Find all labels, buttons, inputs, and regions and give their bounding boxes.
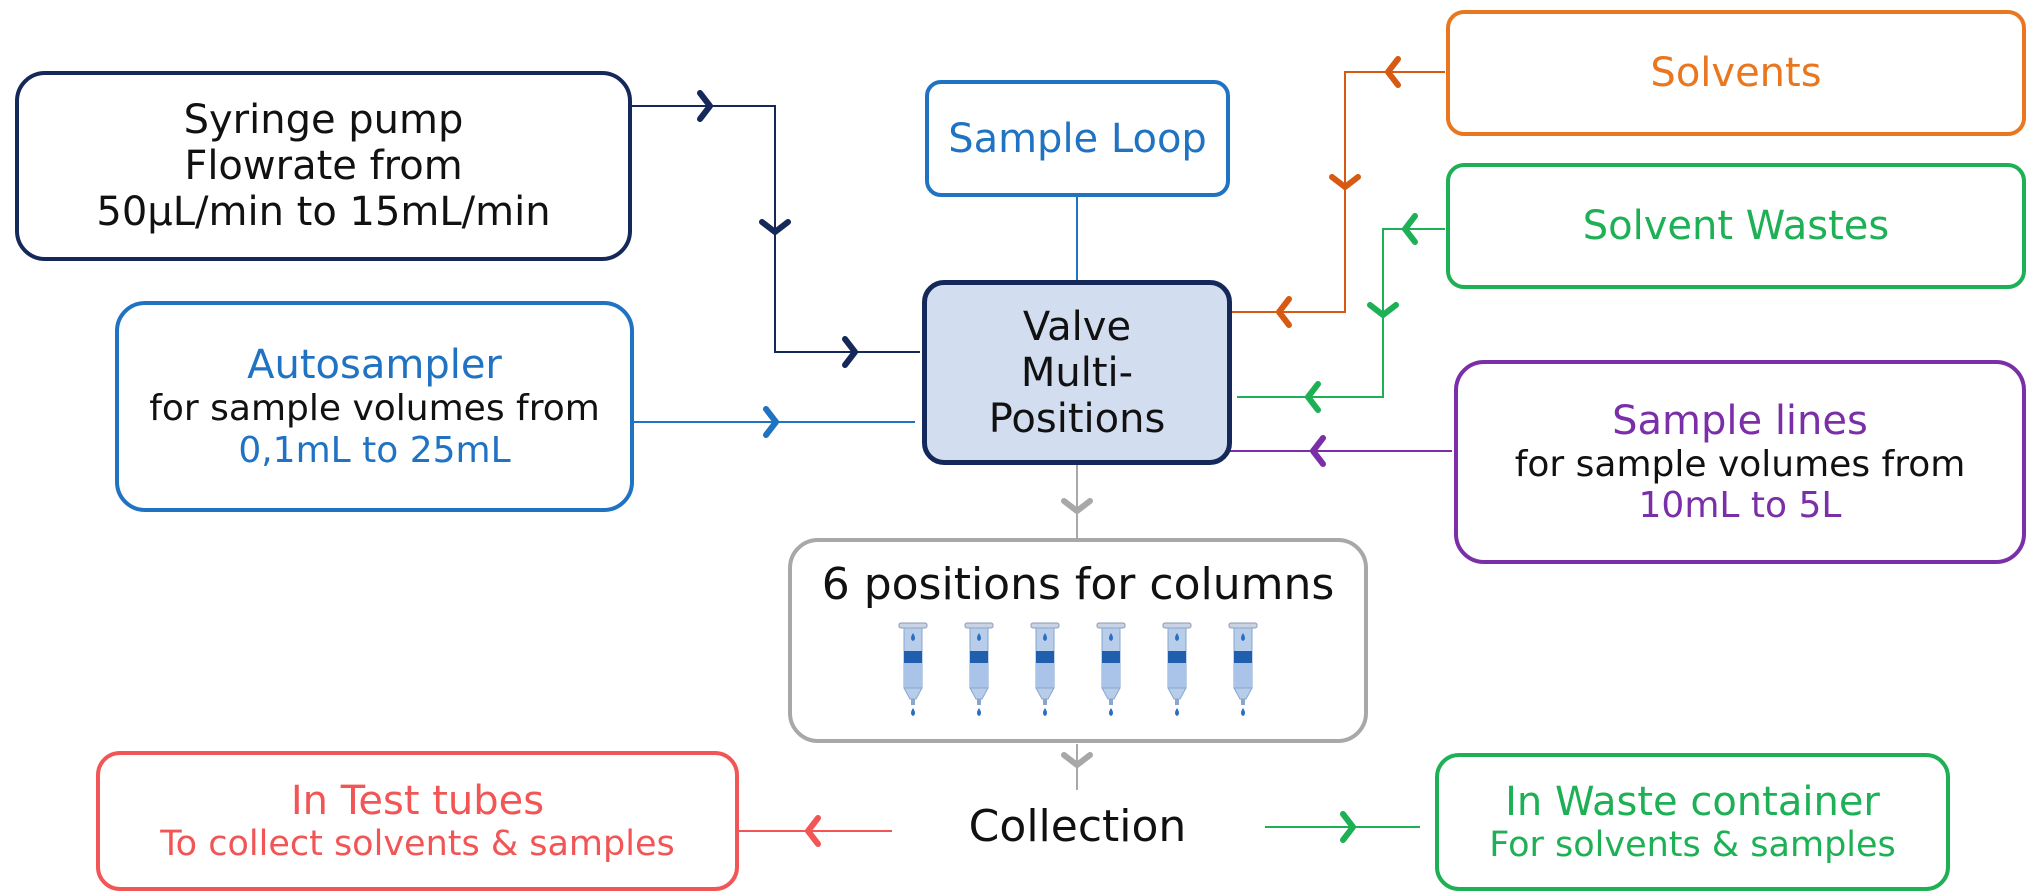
cartridge-row [893,621,1263,721]
chevron-right-icon [697,90,713,122]
solvent-wastes-box: Solvent Wastes [1446,163,2026,289]
columns-box: 6 positions for columns [788,538,1368,743]
chevron-right-icon [763,406,779,438]
chevron-left-icon [1310,435,1326,467]
valve-multi-positions-box: Valve Multi- Positions [922,280,1232,465]
syringe-pump-title: Syringe pump [183,97,464,143]
syringe-pump-box: Syringe pump Flowrate from 50µL/min to 1… [15,71,632,261]
spe-cartridge-icon [964,622,994,716]
autosampler-box: Autosampler for sample volumes from 0,1m… [115,301,634,512]
chevron-down-icon [1329,174,1361,190]
autosampler-title: Autosampler [247,342,502,389]
spe-cartridge-icon [1162,622,1192,716]
columns-label: 6 positions for columns [821,559,1335,610]
collection-label: Collection [968,801,1187,852]
waste-container-box: In Waste container For solvents & sample… [1435,753,1950,891]
spe-cartridge-icon [1096,622,1126,716]
sample-lines-volume-range: 10mL to 5L [1638,485,1842,526]
spe-cartridge-icon [898,622,928,716]
spe-cartridge-icon [1228,622,1258,716]
chevron-right-icon [842,336,858,368]
solvents-box: Solvents [1446,10,2026,136]
solvent-wastes-label: Solvent Wastes [1582,203,1890,249]
valve-label-line3: Positions [988,395,1166,442]
valve-label-line1: Valve [1022,303,1132,350]
solvents-to-valve-line [1232,71,1445,313]
chevron-down-icon [759,219,791,235]
sample-lines-description: for sample volumes from [1514,443,1966,485]
test-tubes-description: To collect solvents & samples [160,823,675,864]
sample-lines-box: Sample lines for sample volumes from 10m… [1454,360,2026,564]
chevron-left-icon [1305,381,1321,413]
test-tubes-title: In Test tubes [290,777,545,824]
chevron-down-icon [1061,752,1093,768]
autosampler-volume-range: 0,1mL to 25mL [238,429,511,471]
chevron-left-icon [1385,56,1401,88]
test-tubes-box: In Test tubes To collect solvents & samp… [96,751,739,891]
waste-container-description: For solvents & samples [1489,824,1896,865]
chevron-down-icon [1367,302,1399,318]
chevron-left-icon [1276,296,1292,328]
chevron-right-icon [1340,811,1356,843]
sample-loop-label: Sample Loop [948,115,1207,162]
sample-loop-box: Sample Loop [925,80,1230,197]
valve-label-line2: Multi- [1020,349,1134,396]
syringe-pump-flow-label: Flowrate from [184,143,463,189]
chevron-left-icon [1402,213,1418,245]
autosampler-description: for sample volumes from [149,388,600,430]
chevron-down-icon [1061,498,1093,514]
waste-container-title: In Waste container [1505,778,1880,825]
syringe-pump-flow-range: 50µL/min to 15mL/min [96,189,551,235]
solvents-label: Solvents [1650,50,1822,96]
sample-lines-title: Sample lines [1612,397,1868,444]
spe-cartridge-icon [1030,622,1060,716]
chevron-left-icon [805,815,821,847]
